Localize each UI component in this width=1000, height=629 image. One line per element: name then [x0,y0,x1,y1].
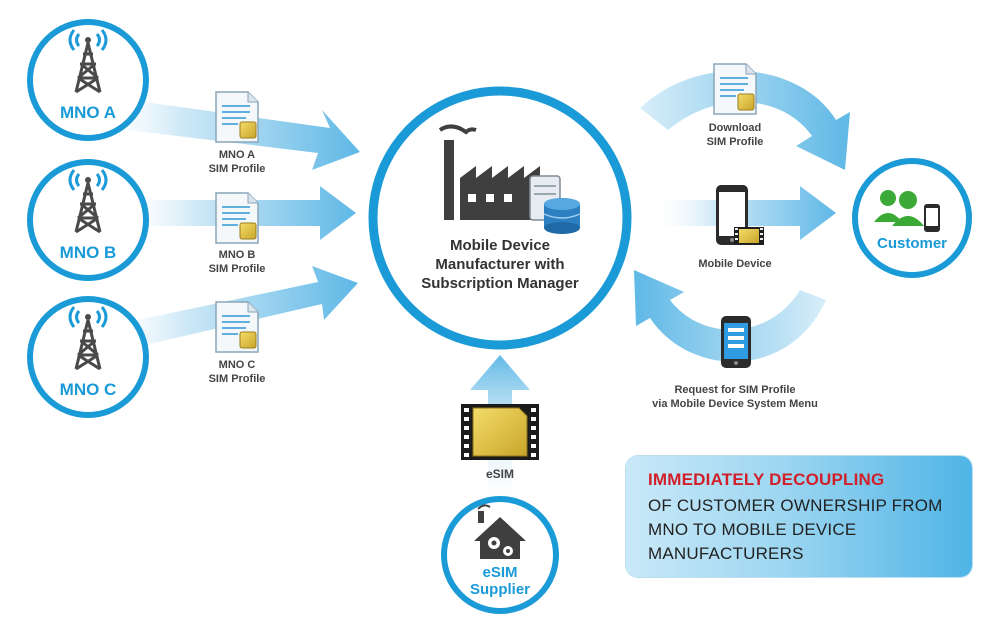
center-line1: Mobile Device [450,237,550,254]
supplier-line1: eSIM [482,564,517,581]
sim-profile-document-icon [713,63,757,115]
mno-a-profile-line1: MNO A [219,149,255,161]
esim-supplier-node: eSIM Supplier [441,496,559,614]
callout-line4: MANUFACTURERS [648,544,804,563]
mno-c-profile-line2: SIM Profile [209,373,266,385]
smartphone-menu-icon [721,316,751,368]
esim-chip-icon [461,404,539,460]
mno-b-profile-line1: MNO B [219,249,256,261]
mno-c-profile-line1: MNO C [219,359,256,371]
cell-tower-icon [68,169,108,234]
download-line2: SIM Profile [707,136,764,148]
database-server-icon [529,175,581,234]
mno-a-profile-line2: SIM Profile [209,163,266,175]
callout-line3: MNO TO MOBILE DEVICE [648,520,857,539]
supplier-line2: Supplier [470,581,530,598]
callout-highlight: IMMEDIATELY DECOUPLING [648,470,885,489]
mno-b-node: MNO B [27,159,149,281]
esim-label: eSIM [486,467,514,481]
arrow-download-curve [640,70,850,170]
cell-tower-icon [68,306,108,371]
customer-node: Customer [852,158,972,278]
download-line1: Download [709,122,762,134]
center-line2: Manufacturer with [435,256,564,273]
cell-tower-icon [68,29,108,94]
mno-c-node: MNO C [27,296,149,418]
house-gears-icon [474,504,526,559]
sim-profile-document-icon [215,192,259,244]
customer-label: Customer [877,235,947,252]
arrow-request-curve [634,270,826,362]
smartphone-with-chip-icon [716,185,764,245]
manufacturer-node: Mobile Device Manufacturer with Subscrip… [368,86,632,350]
request-line1: Request for SIM Profile [674,384,795,396]
sim-profile-document-icon [215,91,259,143]
mno-a-label: MNO A [60,103,116,122]
customer-group-icon [874,190,940,232]
factory-icon [438,124,540,220]
callout-line2: OF CUSTOMER OWNERSHIP FROM [648,496,943,515]
sim-profile-document-icon [215,301,259,353]
mobile-device-label: Mobile Device [698,258,771,270]
request-line2: via Mobile Device System Menu [652,398,818,410]
center-line3: Subscription Manager [421,275,579,292]
mno-a-node: MNO A [27,19,149,141]
mno-b-label: MNO B [60,243,117,262]
decoupling-callout: IMMEDIATELY DECOUPLING OF CUSTOMER OWNER… [626,456,972,577]
mno-b-profile-line2: SIM Profile [209,263,266,275]
mno-c-label: MNO C [60,380,117,399]
